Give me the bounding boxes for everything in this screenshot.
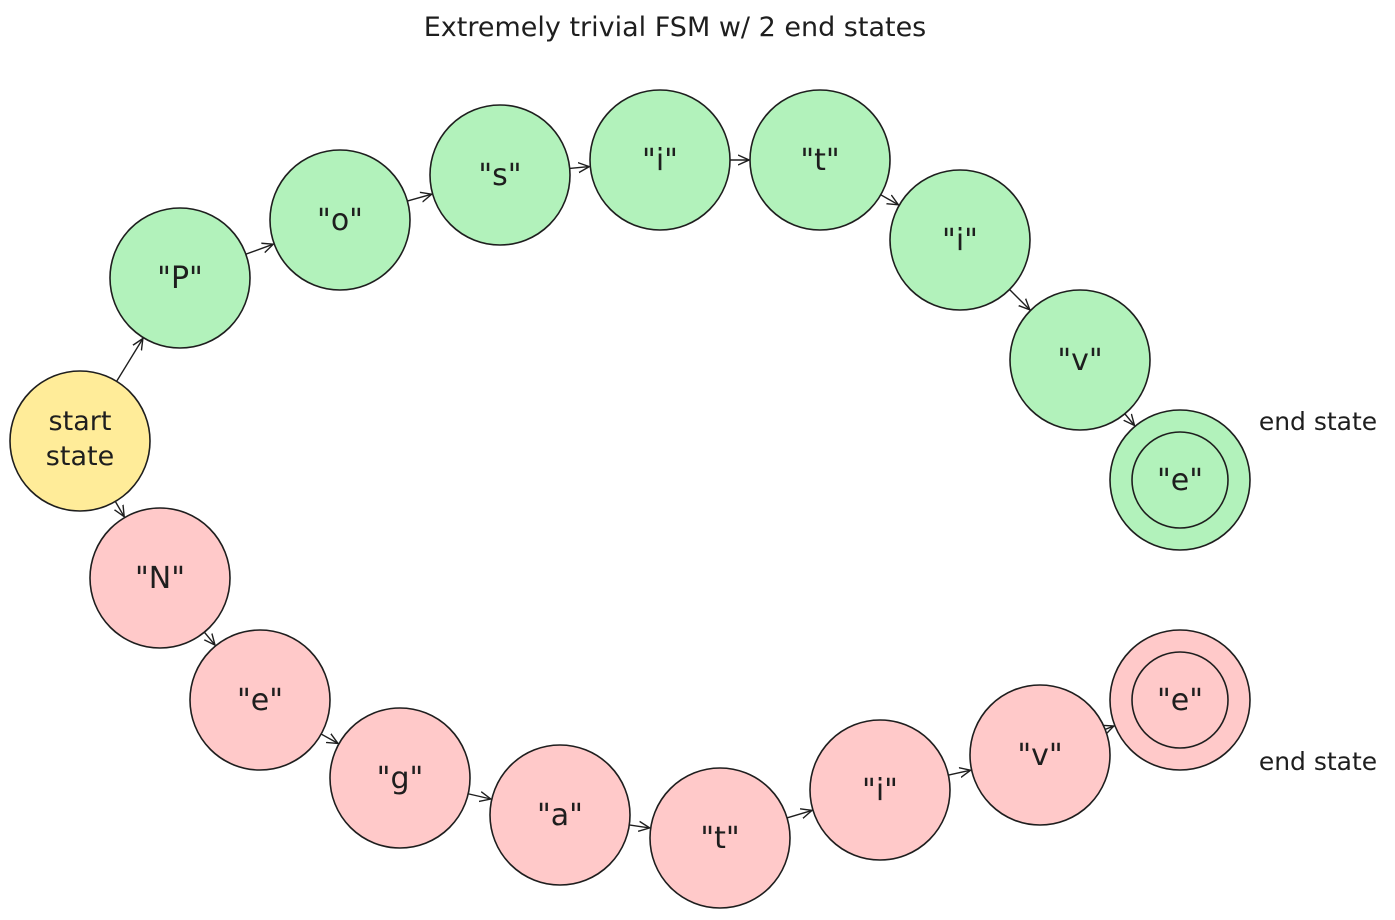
positive-state-label: "s" — [478, 158, 521, 193]
negative-state-label: "e" — [237, 683, 283, 718]
positive-state-label: "i" — [942, 223, 978, 258]
negative-state-circle — [969, 684, 1111, 826]
negative-state-label: "N" — [135, 561, 185, 596]
negative-state-circle — [1109, 629, 1251, 771]
negative-state-2: "e" — [189, 629, 331, 771]
negative-state-label: "e" — [1157, 683, 1203, 718]
negative-state-label: "a" — [537, 798, 583, 833]
negative-state-7: "v" — [969, 684, 1111, 826]
negative-state-circle — [649, 767, 791, 909]
positive-state-label: "P" — [157, 261, 203, 296]
positive-state-circle — [589, 89, 731, 231]
positive-state-label: "v" — [1057, 343, 1102, 378]
positive-state-4: "i" — [589, 89, 731, 231]
diagram-title: Extremely trivial FSM w/ 2 end states — [424, 12, 927, 43]
positive-state-circle — [429, 104, 571, 246]
positive-state-7: "v" — [1009, 289, 1151, 431]
negative-state-label: "v" — [1017, 738, 1062, 773]
start-state-circle — [9, 370, 151, 512]
negative-state-circle — [329, 707, 471, 849]
negative-state-3: "g" — [329, 707, 471, 849]
negative-state-circle — [809, 719, 951, 861]
positive-state-circle — [889, 169, 1031, 311]
positive-state-circle — [1009, 289, 1151, 431]
positive-state-label: "e" — [1157, 463, 1203, 498]
positive-state-2: "o" — [269, 149, 411, 291]
negative-state-circle — [489, 744, 631, 886]
positive-state-6: "i" — [889, 169, 1031, 311]
negative-state-1: "N" — [89, 507, 231, 649]
negative-state-label: "g" — [377, 761, 424, 796]
negative-end-state-label: end state — [1259, 747, 1377, 776]
positive-state-label: "i" — [642, 143, 678, 178]
positive-state-circle — [269, 149, 411, 291]
negative-state-6: "i" — [809, 719, 951, 861]
negative-state-circle — [189, 629, 331, 771]
positive-state-5: "t" — [749, 89, 891, 231]
transition-arrow — [111, 339, 142, 389]
positive-branch: "P" "o" "s" "i" "t" "i" "v" "e" — [109, 89, 1251, 551]
negative-state-8: "e" — [1109, 629, 1251, 771]
positive-state-circle — [1109, 409, 1251, 551]
start-state: start state — [9, 370, 151, 512]
positive-state-circle — [749, 89, 891, 231]
start-state-label-line2: state — [46, 441, 114, 472]
positive-end-state-label: end state — [1259, 407, 1377, 436]
positive-state-8: "e" — [1109, 409, 1251, 551]
negative-state-label: "t" — [700, 821, 739, 856]
positive-state-label: "o" — [317, 203, 363, 238]
negative-branch: "N" "e" "g" "a" "t" "i" "v" "e" — [89, 507, 1251, 909]
negative-end-state-inner-ring — [1131, 651, 1229, 749]
positive-end-state-inner-ring — [1131, 431, 1229, 529]
negative-state-circle — [89, 507, 231, 649]
positive-state-1: "P" — [109, 207, 251, 349]
negative-state-4: "a" — [489, 744, 631, 886]
start-state-label-line1: start — [49, 406, 112, 437]
negative-state-label: "i" — [862, 773, 898, 808]
positive-state-label: "t" — [800, 143, 839, 178]
positive-state-circle — [109, 207, 251, 349]
positive-state-3: "s" — [429, 104, 571, 246]
negative-state-5: "t" — [649, 767, 791, 909]
